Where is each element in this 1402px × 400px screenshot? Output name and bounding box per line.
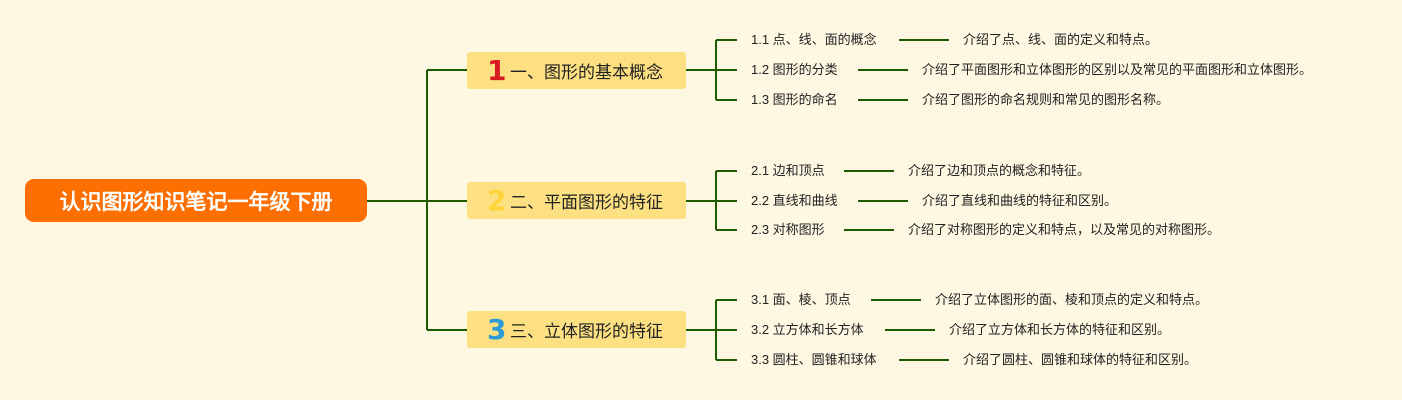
subtopic-3-1[interactable]: 3.1 面、棱、顶点 — [751, 292, 851, 307]
subtopic-2-3[interactable]: 2.3 对称图形 — [751, 222, 825, 237]
subtopic-1-1-description[interactable]: 介绍了点、线、面的定义和特点。 — [963, 32, 1159, 47]
subtopic-2-1[interactable]: 2.1 边和顶点 — [751, 163, 825, 178]
number-2-icon: 2 — [487, 184, 507, 217]
topic-2-sub-links — [844, 170, 908, 231]
subtopic-2-3-description[interactable]: 介绍了对称图形的定义和特点，以及常见的对称图形。 — [908, 222, 1221, 237]
subtopic-1-3[interactable]: 1.3 图形的命名 — [751, 92, 838, 107]
subtopic-1-1[interactable]: 1.1 点、线、面的概念 — [751, 32, 877, 47]
subtopic-3-1-description[interactable]: 介绍了立体图形的面、棱和顶点的定义和特点。 — [935, 292, 1209, 307]
subtopic-1-3-description[interactable]: 介绍了图形的命名规则和常见的图形名称。 — [922, 92, 1170, 107]
topic-node-3[interactable]: 3 三、立体图形的特征 — [467, 311, 686, 348]
number-1-icon: 1 — [487, 54, 507, 87]
subtopic-2-1-description[interactable]: 介绍了边和顶点的概念和特征。 — [908, 163, 1091, 178]
subtopic-3-2-description[interactable]: 介绍了立方体和长方体的特征和区别。 — [949, 322, 1171, 337]
topic-node-1[interactable]: 1 一、图形的基本概念 — [467, 52, 686, 89]
subtopic-2-2-description[interactable]: 介绍了直线和曲线的特征和区别。 — [922, 193, 1118, 208]
number-3-icon: 3 — [487, 313, 507, 346]
topic-1-sub-links — [858, 39, 949, 101]
topic-node-2[interactable]: 2 二、平面图形的特征 — [467, 182, 686, 219]
subtopic-3-3[interactable]: 3.3 圆柱、圆锥和球体 — [751, 352, 877, 367]
subtopic-1-2[interactable]: 1.2 图形的分类 — [751, 62, 838, 77]
subtopic-1-2-description[interactable]: 介绍了平面图形和立体图形的区别以及常见的平面图形和立体图形。 — [922, 62, 1313, 77]
topic-label: 一、图形的基本概念 — [510, 63, 663, 82]
topic-3-sub-links — [871, 299, 949, 361]
subtopic-3-3-description[interactable]: 介绍了圆柱、圆锥和球体的特征和区别。 — [963, 352, 1198, 367]
topic-1-branch — [686, 39, 737, 101]
topic-label: 二、平面图形的特征 — [510, 193, 663, 212]
topic-2-branch — [686, 170, 737, 231]
root-node[interactable]: 认识图形知识笔记一年级下册 — [25, 179, 367, 222]
topic-label: 三、立体图形的特征 — [510, 322, 663, 341]
subtopic-3-2[interactable]: 3.2 立方体和长方体 — [751, 322, 864, 337]
topic-3-branch — [686, 299, 737, 361]
subtopic-2-2[interactable]: 2.2 直线和曲线 — [751, 193, 838, 208]
